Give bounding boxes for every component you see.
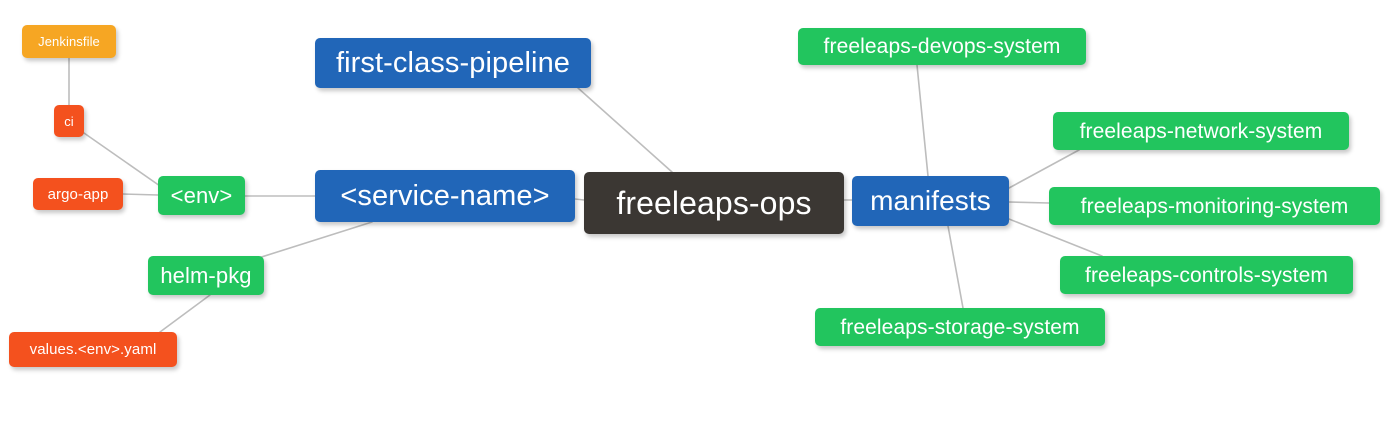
node-label-helm-pkg: helm-pkg — [160, 262, 252, 288]
node-label-argo-app: argo-app — [47, 185, 109, 203]
edge-values-env-yaml-to-helm-pkg — [159, 294, 211, 333]
node-freeleaps-storage-system[interactable]: freeleaps-storage-system — [815, 308, 1105, 346]
node-ci[interactable]: ci — [54, 105, 84, 137]
node-freeleaps-ops[interactable]: freeleaps-ops — [584, 172, 844, 234]
node-freeleaps-devops-system[interactable]: freeleaps-devops-system — [798, 28, 1086, 65]
node-helm-pkg[interactable]: helm-pkg — [148, 256, 264, 295]
node-freeleaps-monitoring-system[interactable]: freeleaps-monitoring-system — [1049, 187, 1380, 225]
edge-argo-app-to-env — [122, 193, 159, 196]
edge-service-name-to-freeleaps-ops — [574, 198, 585, 201]
node-label-freeleaps-network-system: freeleaps-network-system — [1079, 119, 1323, 143]
node-manifests[interactable]: manifests — [852, 176, 1009, 226]
edge-helm-pkg-to-service-name — [251, 221, 373, 261]
node-freeleaps-controls-system[interactable]: freeleaps-controls-system — [1060, 256, 1353, 294]
node-label-freeleaps-controls-system: freeleaps-controls-system — [1085, 263, 1328, 287]
node-freeleaps-network-system[interactable]: freeleaps-network-system — [1053, 112, 1349, 150]
edge-manifests-to-freeleaps-monitoring-system — [1008, 201, 1050, 204]
node-label-env: <env> — [170, 182, 233, 208]
node-first-class-pipeline[interactable]: first-class-pipeline — [315, 38, 591, 88]
node-service-name[interactable]: <service-name> — [315, 170, 575, 222]
node-label-freeleaps-storage-system: freeleaps-storage-system — [840, 315, 1080, 339]
node-label-freeleaps-monitoring-system: freeleaps-monitoring-system — [1080, 194, 1349, 218]
node-jenkinsfile[interactable]: Jenkinsfile — [22, 25, 116, 58]
edge-manifests-to-freeleaps-devops-system — [916, 64, 929, 177]
node-values-env-yaml[interactable]: values.<env>.yaml — [9, 332, 177, 367]
node-label-manifests: manifests — [870, 185, 991, 216]
node-argo-app[interactable]: argo-app — [33, 178, 123, 210]
node-label-service-name: <service-name> — [340, 179, 550, 212]
node-label-ci: ci — [64, 113, 74, 129]
node-label-freeleaps-devops-system: freeleaps-devops-system — [823, 35, 1061, 58]
edge-first-class-pipeline-to-freeleaps-ops — [577, 87, 673, 173]
node-label-freeleaps-ops: freeleaps-ops — [616, 185, 812, 221]
node-label-first-class-pipeline: first-class-pipeline — [335, 46, 571, 79]
node-label-values-env-yaml: values.<env>.yaml — [29, 341, 157, 358]
node-env[interactable]: <env> — [158, 176, 245, 215]
node-label-jenkinsfile: Jenkinsfile — [38, 34, 100, 49]
edge-manifests-to-freeleaps-network-system — [1008, 149, 1080, 189]
edge-manifests-to-freeleaps-storage-system — [947, 225, 964, 309]
